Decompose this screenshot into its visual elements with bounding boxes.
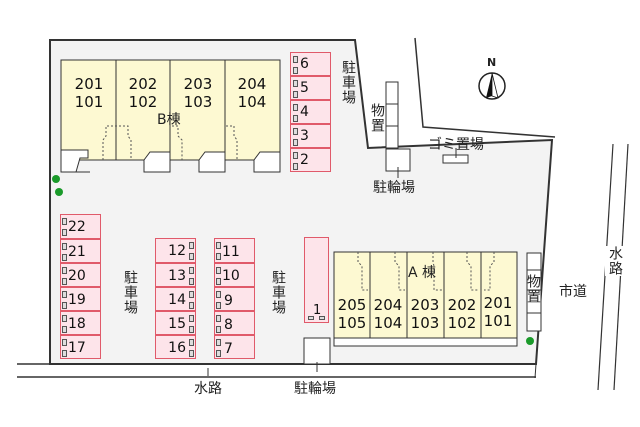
parking-slot[interactable]: 6: [290, 52, 331, 76]
parking-slot[interactable]: 14: [155, 287, 196, 311]
tree-icon: [526, 337, 534, 345]
unit-lower: 103: [183, 93, 213, 111]
unit-upper: 202: [447, 296, 477, 314]
city-road-label: 市道: [559, 284, 587, 300]
north-label: N: [487, 56, 497, 69]
unit-upper: 204: [237, 75, 267, 93]
parking-slot[interactable]: 4: [290, 100, 331, 124]
parking-slot[interactable]: 5: [290, 76, 331, 100]
parking-slot[interactable]: 1: [304, 237, 329, 323]
parking-slot[interactable]: 9: [214, 287, 255, 311]
parking-label-left: 駐車場: [122, 270, 138, 315]
tree-icon: [52, 175, 60, 183]
unit-lower: 104: [237, 93, 267, 111]
waterway-label-right: 水路: [605, 246, 625, 276]
unit-lower: 105: [337, 314, 367, 332]
unit-lower: 102: [447, 314, 477, 332]
garbage-label: ゴミ置場: [428, 137, 484, 153]
building-a-label: A 棟: [408, 265, 437, 281]
storage-label-top: 物置: [369, 103, 385, 133]
unit-upper: 204: [373, 296, 403, 314]
parking-label-top: 駐車場: [340, 60, 356, 105]
unit-upper: 203: [410, 296, 440, 314]
parking-slot[interactable]: 17: [60, 335, 101, 359]
parking-slot[interactable]: 18: [60, 311, 101, 335]
unit-lower: 103: [410, 314, 440, 332]
unit-upper: 205: [337, 296, 367, 314]
building-a: [333, 251, 518, 347]
building-b-label: B棟: [157, 112, 181, 128]
storage-top: [385, 81, 399, 149]
storage-label-right: 物置: [525, 274, 541, 304]
bicycle-label-bottom: 駐輪場: [294, 381, 336, 397]
unit-lower: 102: [128, 93, 158, 111]
north-arrow-icon: [478, 72, 506, 100]
unit-upper: 202: [128, 75, 158, 93]
parking-slot[interactable]: 20: [60, 263, 101, 287]
parking-slot[interactable]: 16: [155, 335, 196, 359]
parking-slot[interactable]: 13: [155, 263, 196, 287]
building-b: [60, 59, 281, 173]
parking-slot[interactable]: 15: [155, 311, 196, 335]
parking-slot[interactable]: 19: [60, 287, 101, 311]
parking-slot[interactable]: 11: [214, 238, 255, 263]
parking-label-middle: 駐車場: [270, 270, 286, 315]
unit-upper: 201: [483, 294, 513, 312]
bicycle-label-top: 駐輪場: [373, 180, 415, 196]
unit-lower: 101: [483, 312, 513, 330]
unit-upper: 201: [74, 75, 104, 93]
waterway-label-bottom: 水路: [194, 381, 222, 397]
unit-lower: 104: [373, 314, 403, 332]
parking-slot[interactable]: 7: [214, 335, 255, 359]
tree-icon: [55, 188, 63, 196]
neighbor-boundary: [414, 37, 556, 138]
unit-upper: 203: [183, 75, 213, 93]
road-edge: [534, 363, 537, 379]
parking-slot[interactable]: 8: [214, 311, 255, 335]
parking-slot[interactable]: 2: [290, 148, 331, 172]
unit-lower: 101: [74, 93, 104, 111]
parking-slot[interactable]: 3: [290, 124, 331, 148]
parking-slot[interactable]: 10: [214, 263, 255, 287]
bicycle-parking-bottom: [303, 337, 331, 365]
parking-slot[interactable]: 22: [60, 214, 101, 239]
parking-slot[interactable]: 12: [155, 238, 196, 263]
parking-slot[interactable]: 21: [60, 239, 101, 263]
storage-right: [526, 252, 542, 332]
